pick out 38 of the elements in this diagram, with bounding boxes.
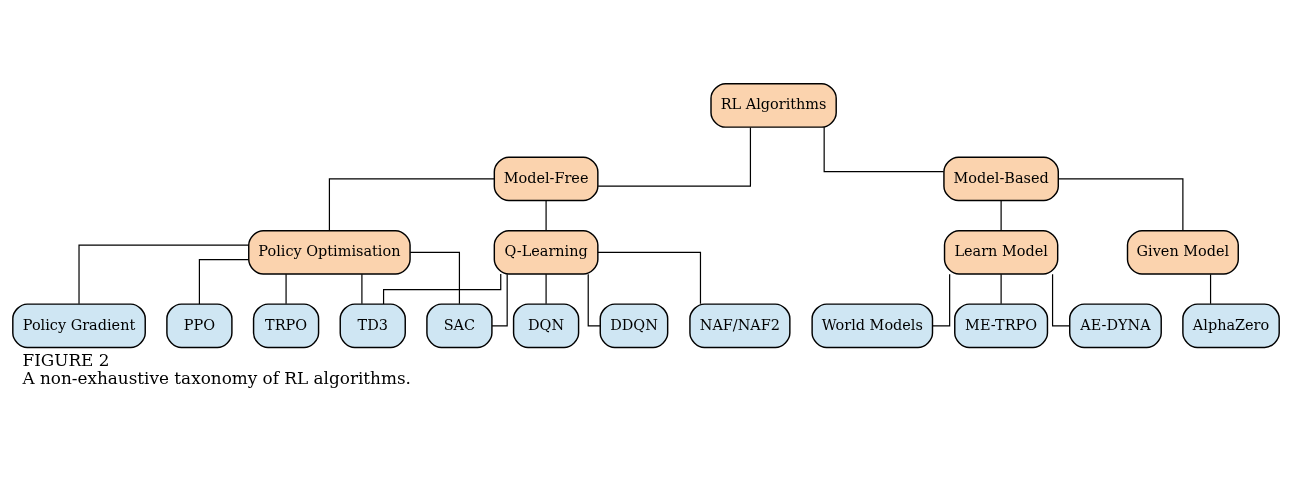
node-box: TRPO	[252, 303, 320, 349]
node-box: Model-Based	[943, 156, 1059, 202]
connector	[382, 273, 502, 305]
node-box: Policy Optimisation	[248, 229, 411, 275]
node-box: NAF/NAF2	[689, 303, 791, 349]
connector	[587, 273, 601, 327]
diagram-title: FIGURE 2	[22, 349, 110, 370]
connector	[823, 126, 945, 173]
node-box: Policy Gradient	[12, 303, 146, 349]
node-box: World Models	[811, 303, 934, 349]
node-box: Learn Model	[943, 229, 1059, 275]
connector	[545, 200, 547, 231]
connector	[1000, 200, 1002, 231]
connector	[198, 258, 250, 305]
connector	[597, 251, 702, 305]
connector	[78, 244, 250, 305]
node-box: AE-DYNA	[1069, 303, 1162, 349]
node-box: AlphaZero	[1182, 303, 1280, 349]
connector	[1000, 273, 1002, 305]
node-box: RL Algorithms	[710, 83, 837, 128]
connector	[285, 273, 287, 305]
connector	[409, 251, 461, 305]
node-box: SAC	[426, 303, 493, 349]
node-box: DQN	[512, 303, 580, 349]
node-box: ME-TRPO	[954, 303, 1049, 349]
connector	[1058, 178, 1184, 231]
node-box: Model-Free	[493, 156, 599, 202]
connector	[545, 273, 547, 305]
node-box: DDQN	[599, 303, 669, 349]
node-box: Q-Learning	[493, 229, 599, 275]
connector	[361, 273, 363, 305]
node-box: Given Model	[1126, 229, 1239, 275]
connector	[328, 178, 495, 231]
connector	[597, 126, 752, 187]
node-box: TD3	[339, 303, 406, 349]
node-box: PPO	[166, 303, 233, 349]
caption: A non-exhaustive taxonomy of RL algorithms.	[22, 367, 411, 388]
connector	[1209, 273, 1212, 305]
